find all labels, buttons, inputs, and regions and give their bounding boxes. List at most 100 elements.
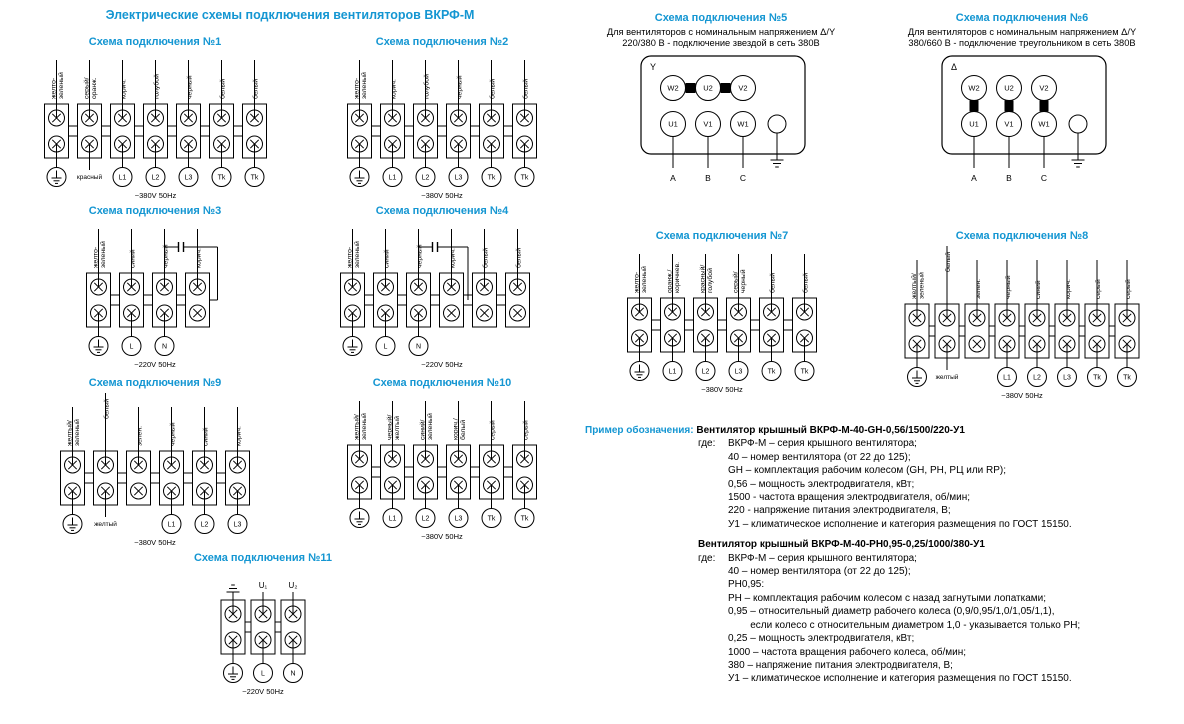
wire-label: зеленый bbox=[918, 272, 926, 299]
scheme-title: Схема подключения №9 bbox=[88, 377, 222, 389]
terminal-designation: L bbox=[384, 344, 388, 351]
wire-label: белый bbox=[802, 273, 810, 293]
designation-heading: Вентилятор крышный ВКРФ-М-40-GH-0,56/150… bbox=[696, 425, 965, 436]
wire-label: корич. bbox=[1065, 279, 1072, 299]
wire-label: голубой bbox=[152, 74, 160, 99]
wire-label: зеленый bbox=[640, 266, 648, 293]
scheme-title: Схема подключения №6 bbox=[955, 12, 1089, 24]
scheme-note: Для вентиляторов с номинальным напряжени… bbox=[907, 27, 1137, 49]
terminal-designation: Tk bbox=[768, 369, 776, 376]
phase-label: C bbox=[740, 173, 746, 183]
designation-line: ВКРФ-М – серия крышного вентилятора; bbox=[728, 552, 917, 564]
wire-label: зеленый bbox=[360, 413, 368, 440]
wire-label: желтый/ bbox=[66, 420, 74, 446]
terminal-designation: L bbox=[261, 671, 265, 678]
delta-jumper bbox=[1039, 100, 1049, 112]
wire-label: черный bbox=[416, 244, 424, 268]
designation-line: 40 – номер вентилятора (от 22 до 125); bbox=[728, 451, 911, 463]
voltage-label: ~220V 50Hz bbox=[242, 687, 284, 696]
wire-label: зеленый bbox=[353, 241, 361, 268]
motor-terminal-label: W1 bbox=[737, 120, 748, 129]
terminal-designation: L3 bbox=[234, 522, 242, 529]
wire-label: серый/ bbox=[732, 271, 740, 293]
wire-label: серый bbox=[1094, 279, 1102, 299]
wire-label: желтый/ bbox=[910, 273, 918, 299]
voltage-label: ~380V 50Hz bbox=[134, 191, 176, 200]
wire-label: U₁ bbox=[259, 581, 268, 590]
terminal: корич.L3 bbox=[225, 407, 250, 534]
terminal-pe: желто-зеленый bbox=[627, 254, 652, 381]
wire-label: корич. bbox=[196, 248, 203, 268]
designation-line: 40 – номер вентилятора (от 22 до 125); bbox=[728, 566, 911, 578]
wire-label: желтый bbox=[393, 416, 401, 440]
example-label: Пример обозначения: bbox=[585, 425, 694, 436]
phase-label: B bbox=[1006, 173, 1012, 183]
wire-label: желто- bbox=[50, 78, 57, 99]
designation-line: У1 – климатическое исполнение и категори… bbox=[728, 518, 1072, 530]
motor-terminal-label: W2 bbox=[667, 84, 678, 93]
terminal-designation: Tk bbox=[217, 175, 225, 182]
voltage-label: ~380V 50Hz bbox=[421, 532, 463, 541]
wire-label: желто- bbox=[354, 78, 361, 99]
terminal-designation: N bbox=[162, 344, 167, 351]
terminal-designation: L2 bbox=[151, 175, 159, 182]
scheme-title: Схема подключения №1 bbox=[88, 36, 222, 48]
wire-label: серый bbox=[489, 420, 497, 440]
wire-label: черный/ bbox=[386, 414, 394, 440]
wire-label: синий bbox=[202, 427, 210, 446]
terminal-designation: L1 bbox=[389, 175, 397, 182]
wire-label: синий bbox=[1034, 280, 1042, 299]
wire-label: корич./ bbox=[453, 418, 460, 440]
designation-line: РН – комплектация рабочим колесом с наза… bbox=[728, 592, 1047, 604]
terminal: белый bbox=[472, 229, 497, 328]
delta-jumper bbox=[1004, 100, 1014, 112]
motor-terminal-label: V2 bbox=[738, 84, 747, 93]
designation-line: GH – комплектация рабочим колесом (GH, P… bbox=[728, 465, 1007, 477]
terminal-designation: Tk bbox=[250, 175, 258, 182]
wire-label: зеленый bbox=[360, 72, 368, 99]
wire-label: оранж./ bbox=[667, 269, 674, 293]
wire-label: синий bbox=[383, 249, 391, 268]
designation-example: Пример обозначения: Вентилятор крышный В… bbox=[585, 424, 1181, 686]
terminal-pe: желтый/зеленый bbox=[347, 401, 372, 528]
wire-label: желтый/ bbox=[353, 414, 361, 440]
terminal: корич.L1 bbox=[380, 60, 405, 187]
wire-label: зелен. bbox=[137, 426, 144, 446]
scheme-title: Схема подключения №11 bbox=[193, 552, 332, 564]
phase-label: A bbox=[670, 173, 676, 183]
wire-label: зеленый bbox=[426, 413, 434, 440]
capacitor bbox=[164, 242, 218, 301]
terminal: зелен. bbox=[964, 260, 990, 359]
voltage-label: ~380V 50Hz bbox=[1001, 391, 1043, 400]
wire-label-bottom: красный bbox=[76, 173, 102, 181]
wire-label: желто- bbox=[93, 247, 100, 268]
designation-line: 0,95 – относительный диаметр рабочего ко… bbox=[728, 606, 1055, 618]
wire-label-bottom: желтый bbox=[94, 520, 117, 528]
wire-label: синий bbox=[129, 249, 137, 268]
page-title: Электрические схемы подключения вентилят… bbox=[105, 8, 475, 22]
wire-label: черный bbox=[185, 75, 193, 99]
wire-label: зелен. bbox=[975, 279, 982, 299]
scheme-title: Схема подключения №5 bbox=[654, 12, 788, 24]
terminal-designation: L2 bbox=[422, 516, 430, 523]
